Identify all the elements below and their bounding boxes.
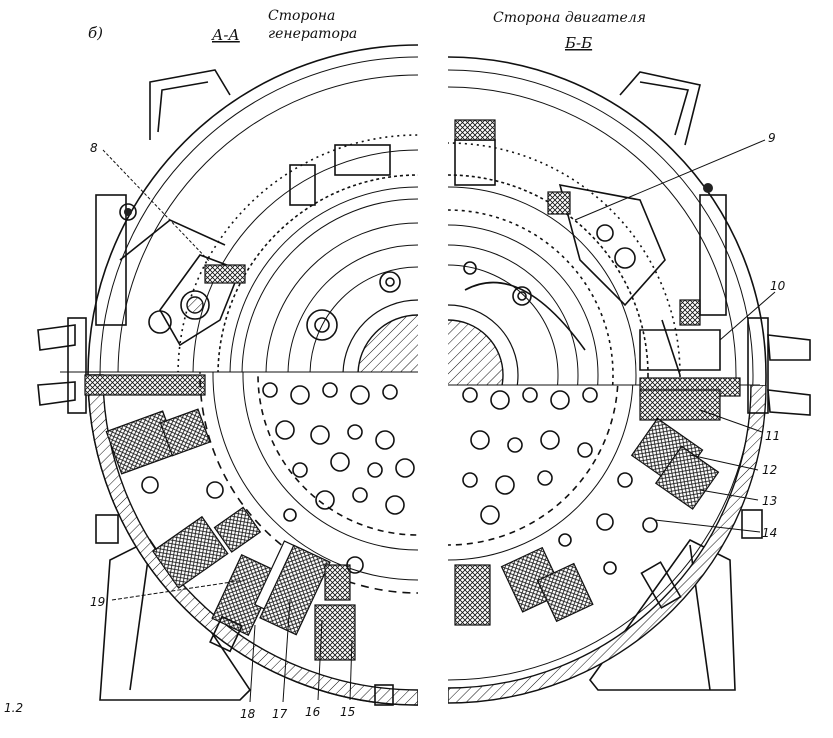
figure-sub-label: б) <box>88 24 103 42</box>
callout-8: 8 <box>90 141 98 155</box>
callout-13: 13 <box>762 494 777 508</box>
callout-9: 9 <box>768 131 776 145</box>
callout-leaders <box>102 139 776 703</box>
left-side-title: Сторона генератора <box>268 8 357 42</box>
callout-19: 19 <box>90 595 105 609</box>
right-side-title: Сторона двигателя <box>493 10 646 26</box>
callout-11: 11 <box>765 429 780 443</box>
right-section-label: Б-Б <box>564 34 592 52</box>
callout-14: 14 <box>762 526 777 540</box>
callout-15: 15 <box>340 705 355 719</box>
left-section-label: А-А <box>211 26 240 44</box>
corner-mark: 1.2 <box>4 701 23 715</box>
left-side-title-line: Сторона <box>268 8 335 24</box>
callout-10: 10 <box>770 279 786 293</box>
callout-18: 18 <box>240 707 256 721</box>
callout-17: 17 <box>272 707 288 721</box>
callout-16: 16 <box>305 705 321 719</box>
generator-side-half <box>37 44 418 706</box>
callout-12: 12 <box>762 463 777 477</box>
motor-side-half <box>448 56 811 704</box>
left-side-title-line-2: генератора <box>268 26 357 42</box>
